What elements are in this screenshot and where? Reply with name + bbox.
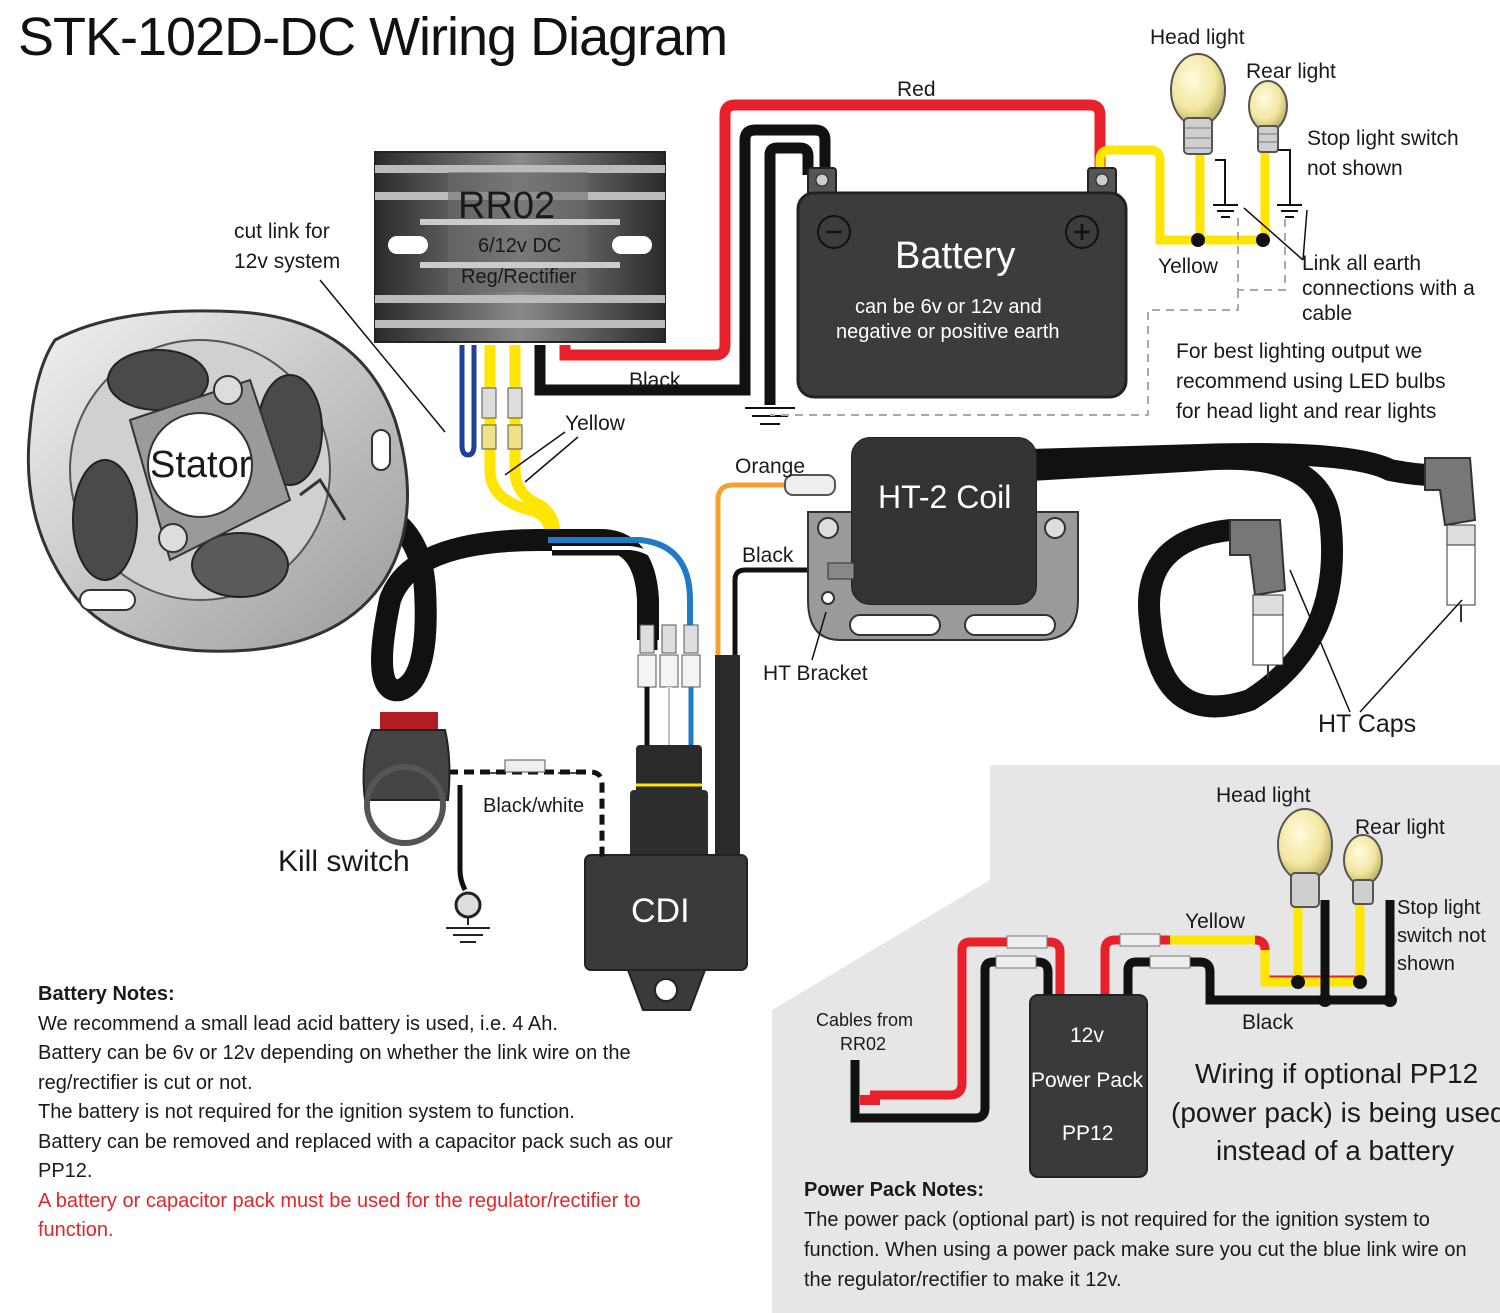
label-cdi: CDI <box>631 892 690 930</box>
label-link-earth-2: connections with a <box>1302 277 1475 300</box>
battery-note-line: Battery can be removed and replaced with… <box>38 1130 673 1183</box>
pp-label-pp-1: 12v <box>1070 1024 1104 1047</box>
page-title: STK-102D-DC Wiring Diagram <box>18 7 728 67</box>
label-ht-caps: HT Caps <box>1318 710 1416 738</box>
light-earths <box>1213 149 1302 218</box>
label-link-earth-3: cable <box>1302 302 1352 325</box>
label-head-light: Head light <box>1150 26 1245 49</box>
label-battery-sub2: negative or positive earth <box>836 321 1059 343</box>
stator <box>26 309 409 653</box>
battery-note-line: Battery can be 6v or 12v depending on wh… <box>38 1042 631 1094</box>
black-wire-coil <box>732 567 845 660</box>
pp-label-stop-3: shown <box>1397 953 1455 975</box>
battery <box>796 167 1128 399</box>
label-rear-light: Rear light <box>1246 60 1336 83</box>
pp-label-yellow: Yellow <box>1185 910 1246 933</box>
annotation-arrows <box>319 207 1463 774</box>
black-wire-battery <box>534 124 831 396</box>
label-rr02-sub1: 6/12v DC <box>478 235 561 257</box>
earth-link-dashed <box>770 218 1286 416</box>
pp-head-light-bulb-icon <box>1277 808 1333 908</box>
power-pack-notes: Power Pack Notes: The power pack (option… <box>804 1175 1494 1295</box>
pp-red-wire-in <box>870 937 1065 1100</box>
pp-label-stop-1: Stop light <box>1397 897 1481 919</box>
label-stop-switch-1: Stop light switch <box>1307 127 1459 150</box>
pp-black-wire-out <box>1123 900 1395 1005</box>
label-stop-switch-2: not shown <box>1307 157 1403 180</box>
label-stator: Stator <box>150 444 252 486</box>
rear-light-bulb-icon <box>1248 80 1288 153</box>
pp-label-rear-light: Rear light <box>1355 816 1445 839</box>
label-link-earth-1: Link all earth <box>1302 252 1421 275</box>
label-rr02: RR02 <box>458 185 555 227</box>
pp-label-wiring-1: Wiring if optional PP12 <box>1195 1058 1478 1089</box>
label-kill-switch: Kill switch <box>278 845 410 878</box>
blue-link-wire <box>459 345 477 458</box>
power-pack-notes-heading: Power Pack Notes: <box>804 1179 985 1201</box>
battery-note-line: The battery is not required for the igni… <box>38 1101 575 1123</box>
label-ht-bracket: HT Bracket <box>763 662 868 685</box>
label-cut-link-2: 12v system <box>234 250 340 273</box>
kill-switch <box>362 712 605 943</box>
power-pack-notes-text: The power pack (optional part) is not re… <box>804 1209 1467 1291</box>
label-rr02-sub2: Reg/Rectifier <box>461 266 577 288</box>
ht-cap-1 <box>1229 519 1287 678</box>
label-battery: Battery <box>895 235 1015 277</box>
pp-label-head-light: Head light <box>1216 784 1311 807</box>
label-led-3: for head light and rear lights <box>1176 400 1436 423</box>
pp-black-wire-in <box>850 957 1053 1123</box>
battery-notes-heading: Battery Notes: <box>38 983 175 1005</box>
pp-label-pp-3: PP12 <box>1062 1122 1113 1145</box>
label-battery-sub1: can be 6v or 12v and <box>855 296 1042 318</box>
label-orange: Orange <box>735 455 805 478</box>
yellow-wire-stator <box>484 345 556 536</box>
pp-label-pp-2: Power Pack <box>1031 1069 1144 1092</box>
pp-label-black: Black <box>1242 1011 1294 1034</box>
pp-label-wiring-3: instead of a battery <box>1216 1135 1454 1166</box>
label-yellow-top: Yellow <box>1158 255 1219 278</box>
label-cut-link-1: cut link for <box>234 220 330 243</box>
ht-lead-1 <box>1029 447 1344 718</box>
label-black-rr: Black <box>629 369 681 392</box>
yellow-wire-lights <box>1095 145 1265 245</box>
black-wire-earth <box>764 142 814 405</box>
label-ht-coil: HT-2 Coil <box>878 479 1011 515</box>
battery-notes: Battery Notes: We recommend a small lead… <box>38 980 678 1246</box>
pp-label-cables-1: Cables from <box>816 1010 913 1030</box>
cdi-connectors <box>630 624 708 860</box>
pp-label-cables-2: RR02 <box>840 1034 886 1054</box>
cdi-unit <box>584 854 748 1011</box>
battery-note-warning: A battery or capacitor pack must be used… <box>38 1189 641 1242</box>
orange-wire <box>715 482 800 660</box>
ht-cap-2 <box>1424 457 1477 622</box>
power-pack-pp12 <box>1029 994 1148 1178</box>
label-black-coil: Black <box>742 544 794 567</box>
label-yellow-rr: Yellow <box>565 412 626 435</box>
ht-coil <box>827 437 1037 605</box>
label-led-1: For best lighting output we <box>1176 340 1422 363</box>
label-red: Red <box>897 78 936 101</box>
label-black-white: Black/white <box>483 795 584 817</box>
red-wire <box>559 99 1106 361</box>
pp-label-wiring-2: (power pack) is being used <box>1171 1097 1500 1128</box>
label-led-2: recommend using LED bulbs <box>1176 370 1446 393</box>
pp-label-stop-2: switch not <box>1397 925 1486 947</box>
head-light-bulb-icon <box>1170 53 1226 155</box>
rr02-regulator <box>374 151 666 343</box>
pp-rear-light-bulb-icon <box>1343 834 1383 905</box>
battery-note-line: We recommend a small lead acid battery i… <box>38 1012 558 1035</box>
